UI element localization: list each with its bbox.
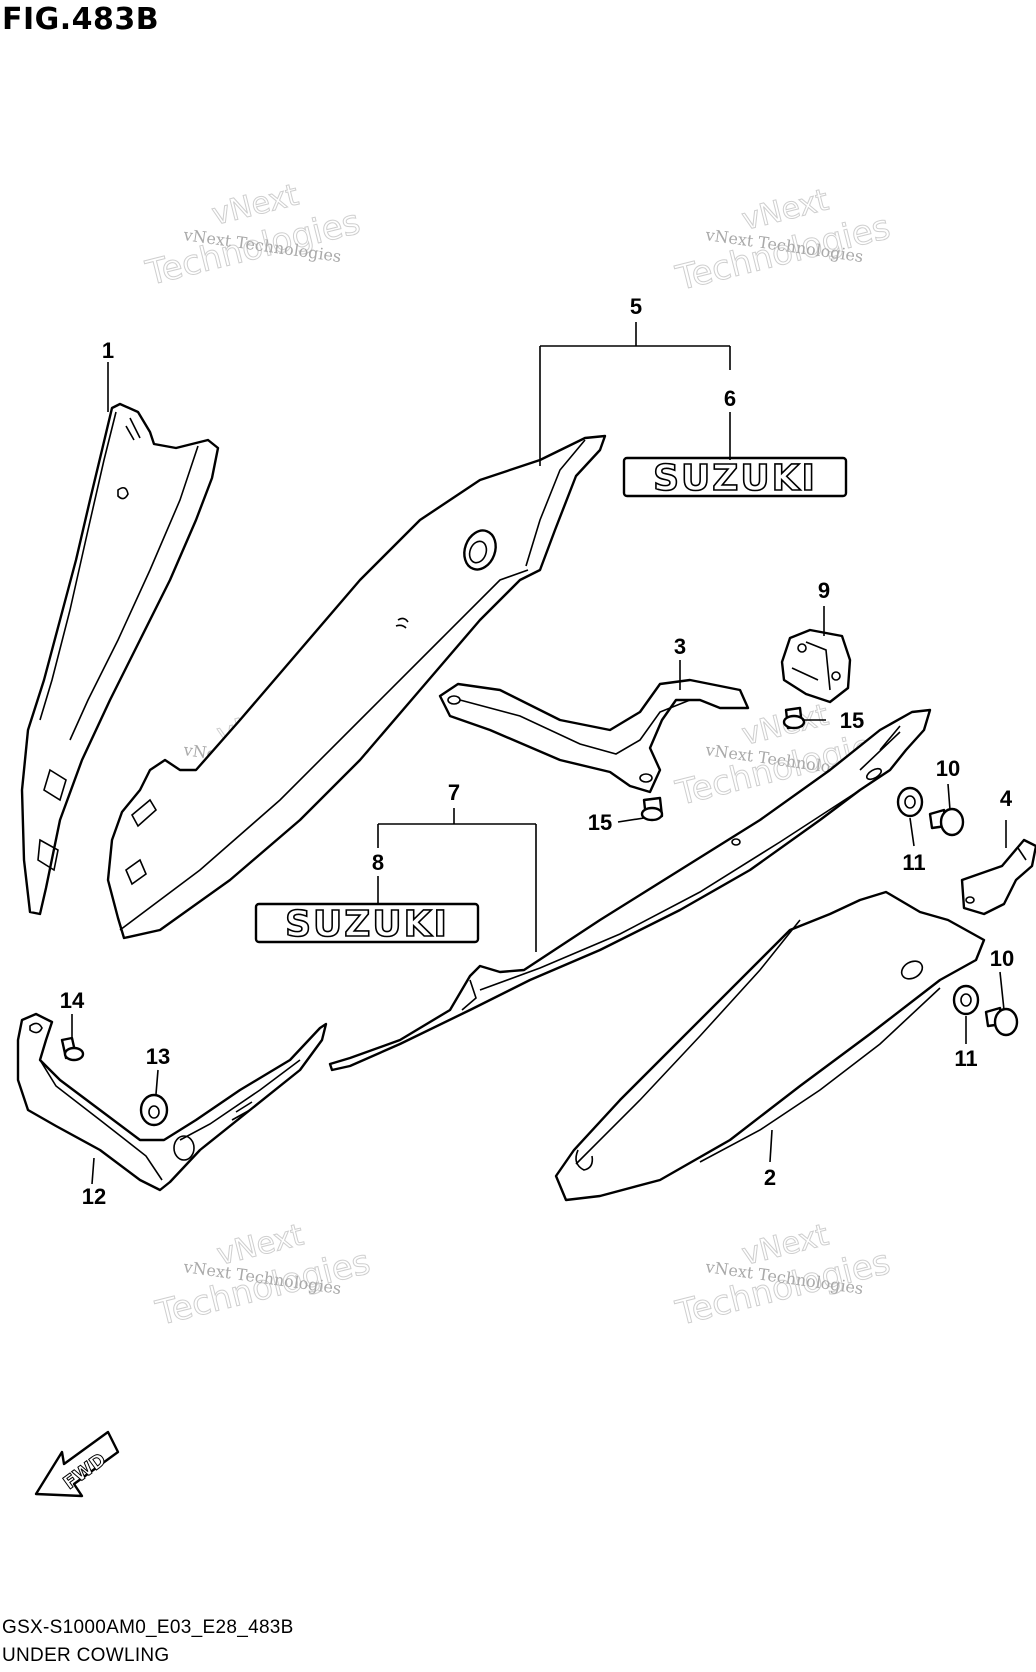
callout-10-upper: 10 xyxy=(936,756,960,781)
callout-10-lower: 10 xyxy=(990,946,1014,971)
callout-15-lower: 15 xyxy=(588,810,612,835)
callout-2: 2 xyxy=(764,1165,776,1190)
callout-6: 6 xyxy=(724,386,736,411)
footer-section-name: UNDER COWLING xyxy=(2,1645,170,1666)
part-6-emblem: SUZUKI xyxy=(622,456,848,500)
part-2-under-cowling xyxy=(554,890,986,1202)
leader-2 xyxy=(769,1129,773,1163)
part-15-screw-upper xyxy=(782,706,806,730)
leader-lines xyxy=(71,322,1007,1185)
part-5-side-cowling-upper xyxy=(106,434,607,940)
part-13-nut xyxy=(139,1093,169,1127)
callout-8: 8 xyxy=(372,850,384,875)
callout-4: 4 xyxy=(1000,786,1013,811)
callout-14: 14 xyxy=(60,988,85,1013)
part-9-bracket-small xyxy=(780,628,852,704)
part-11-grommet-upper xyxy=(896,786,924,818)
suzuki-logo-text: SUZUKI xyxy=(653,458,817,499)
callout-11-lower: 11 xyxy=(954,1046,977,1071)
watermark-top-right: Technologies vNext vNext Technologies xyxy=(671,182,895,299)
callout-15-upper: 15 xyxy=(840,708,864,733)
part-12-cover-front xyxy=(16,1012,328,1192)
leader-13 xyxy=(155,1069,159,1095)
callout-7: 7 xyxy=(448,780,460,805)
callout-11-upper: 11 xyxy=(902,850,925,875)
part-15-screw-lower xyxy=(640,796,664,822)
callout-13: 13 xyxy=(146,1044,170,1069)
footer-model-code: GSX-S1000AM0_E03_E28_483B xyxy=(2,1617,294,1638)
fwd-arrow-icon: FWD xyxy=(34,1430,120,1498)
watermark-bottom-right: Technologies vNext vNext Technologies xyxy=(671,1217,895,1334)
leader-12 xyxy=(91,1157,95,1185)
callout-labels: 1 2 3 4 5 6 7 8 9 10 10 11 11 12 13 14 1… xyxy=(60,294,1014,1209)
leader-5 xyxy=(539,322,731,466)
callout-5: 5 xyxy=(630,294,642,319)
part-14-screw xyxy=(60,1036,85,1062)
watermark-bottom-left: Technologies vNext vNext Technologies xyxy=(151,1217,375,1334)
leader-10-upper xyxy=(947,783,951,811)
callout-12: 12 xyxy=(82,1184,106,1209)
callout-1: 1 xyxy=(102,338,114,363)
leader-11-upper xyxy=(909,817,915,847)
part-4-plate xyxy=(960,838,1036,916)
figure-title: FIG.483B xyxy=(2,2,160,37)
part-1-cowling-side-left xyxy=(20,402,220,916)
callout-3: 3 xyxy=(674,634,686,659)
watermark-top-left: Technologies vNext vNext Technologies xyxy=(141,177,365,294)
suzuki-logo-text: SUZUKI xyxy=(285,904,449,945)
part-10-bolt-upper xyxy=(928,807,965,837)
part-3-bracket xyxy=(438,678,750,794)
leader-7 xyxy=(377,808,537,952)
leader-15-lower xyxy=(617,817,645,823)
part-8-emblem: SUZUKI xyxy=(254,902,480,946)
part-11-grommet-lower xyxy=(952,984,980,1016)
part-10-bolt-lower xyxy=(984,1006,1019,1037)
leader-10-lower xyxy=(999,971,1005,1011)
callout-9: 9 xyxy=(818,578,830,603)
part-7-side-cowling-lower xyxy=(328,708,932,1072)
